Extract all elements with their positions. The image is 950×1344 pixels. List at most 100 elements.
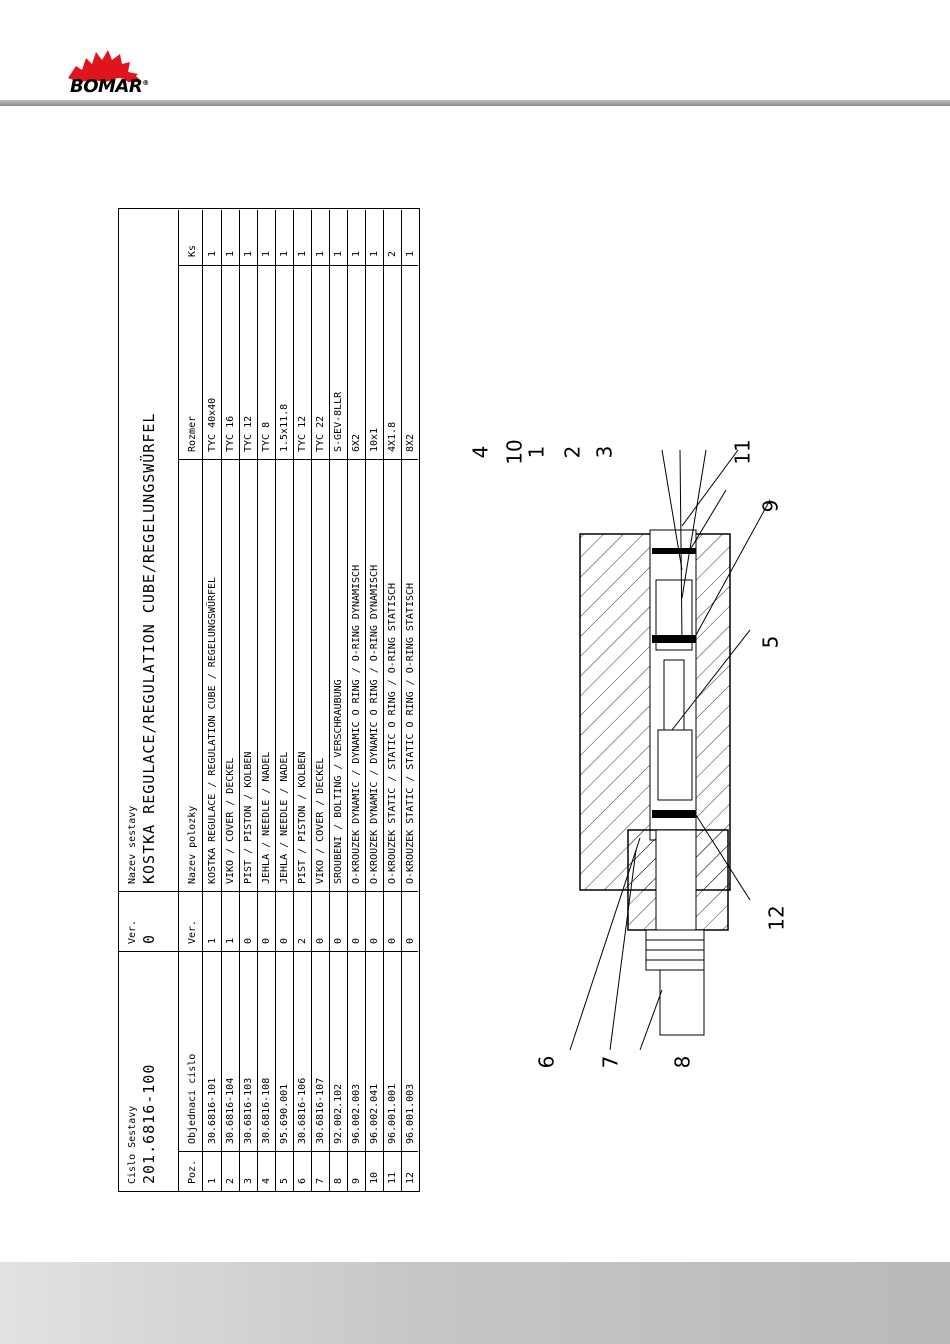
dragon-logo-icon: [68, 50, 142, 82]
table-cell: 9: [351, 1177, 362, 1184]
table-cell: 10: [369, 1171, 380, 1184]
table-cell: 12: [405, 1171, 416, 1184]
header-rule: [0, 100, 950, 106]
table-cell: 2: [297, 937, 308, 944]
table-cell: 1: [225, 937, 236, 944]
table-row: [365, 210, 366, 1192]
callout-8: 8: [670, 1055, 695, 1069]
table-row: [401, 210, 402, 1192]
table-cell: TYC 22: [315, 415, 326, 452]
table-cell: 1: [207, 937, 218, 944]
assembly-version: 0: [140, 933, 158, 944]
callout-2: 2: [560, 445, 585, 459]
table-cell: 0: [405, 937, 416, 944]
table-cell: 30.6816-104: [225, 1077, 236, 1144]
table-cell: 1: [333, 250, 344, 257]
table-cell: 7: [315, 1177, 326, 1184]
callout-5: 5: [758, 635, 783, 649]
col-header-position: Poz.: [187, 1159, 198, 1184]
table-cell: 96.002.041: [369, 1083, 380, 1144]
table-row: [239, 210, 240, 1192]
callout-11: 11: [730, 439, 755, 465]
table-cell: 1.5x11.8: [279, 403, 290, 452]
table-cell: PIST / PISTON / KOLBEN: [297, 751, 308, 884]
table-cell: 0: [369, 937, 380, 944]
callout-1: 1: [524, 445, 549, 459]
table-cell: 6X2: [351, 433, 362, 452]
table-row: [293, 210, 294, 1192]
table-cell: 6: [297, 1177, 308, 1184]
section-drawing: [569, 449, 771, 1051]
table-cell: 0: [315, 937, 326, 944]
table-cell: S-GEV-8LLR: [333, 391, 344, 452]
table-cell: 4: [261, 1177, 272, 1184]
assembly-number-label: Cislo Sestavy: [127, 1105, 138, 1184]
table-row: [329, 210, 330, 1192]
table-cell: 5: [279, 1177, 290, 1184]
col-header-order-number: Objednaci cislo: [187, 1053, 198, 1144]
table-cell: 3: [243, 1177, 254, 1184]
callout-6: 6: [534, 1055, 559, 1069]
table-cell: 1: [243, 250, 254, 257]
table-row: [347, 210, 348, 1192]
table-row: [419, 210, 420, 1192]
callout-4: 4: [468, 445, 493, 459]
table-cell: 0: [387, 937, 398, 944]
table-cell: 1: [261, 250, 272, 257]
table-row: [383, 210, 384, 1192]
table-cell: 30.6816-103: [243, 1077, 254, 1144]
table-cell: 1: [279, 250, 290, 257]
table-cell: O-KROUZEK STATIC / STATIC O RING / O-RIN…: [387, 582, 398, 884]
table-cell: 1: [369, 250, 380, 257]
table-cell: TYC 40x40: [207, 397, 218, 452]
table-cell: O-KROUZEK DYNAMIC / DYNAMIC O RING / O-R…: [351, 564, 362, 884]
parts-list-table: Cislo Sestavy 201.6816-100 Ver. 0 Nazev …: [118, 208, 420, 1192]
table-cell: 1: [351, 250, 362, 257]
table-cell: 30.6816-106: [297, 1077, 308, 1144]
table-cell: 2: [225, 1177, 236, 1184]
table-cell: 1: [297, 250, 308, 257]
table-cell: VIKO / COVER / DECKEL: [225, 757, 236, 884]
table-cell: JEHLA / NEEDLE / NADEL: [279, 751, 290, 884]
table-cell: 11: [387, 1171, 398, 1184]
table-cell: 1: [207, 250, 218, 257]
table-cell: 95.690.001: [279, 1083, 290, 1144]
col-header-item-name: Nazev polozky: [187, 805, 198, 884]
table-cell: 96.002.003: [351, 1083, 362, 1144]
callout-7: 7: [598, 1055, 623, 1069]
table-cell: 0: [279, 937, 290, 944]
table-cell: 30.6816-101: [207, 1077, 218, 1144]
table-cell: 0: [261, 937, 272, 944]
table-cell: 10x1: [369, 427, 380, 452]
callout-3: 3: [592, 445, 617, 459]
table-cell: TYC 8: [261, 421, 272, 452]
table-cell: PIST / PISTON / KOLBEN: [243, 751, 254, 884]
table-cell: 30.6816-107: [315, 1077, 326, 1144]
table-row: [311, 210, 312, 1192]
table-cell: 4X1.8: [387, 421, 398, 452]
brand-logo: BOMAR®: [70, 76, 149, 97]
table-row: [257, 210, 258, 1192]
table-cell: SROUBENI / BOLTING / VERSCHRAUBUNG: [333, 679, 344, 884]
table-cell: O-KROUZEK DYNAMIC / DYNAMIC O RING / O-R…: [369, 564, 380, 884]
table-cell: VIKO / COVER / DECKEL: [315, 757, 326, 884]
table-row: [275, 210, 276, 1192]
table-cell: TYC 12: [297, 415, 308, 452]
assembly-name: KOSTKA REGULACE/REGULATION CUBE/REGELUNG…: [140, 412, 158, 884]
table-cell: 1: [315, 250, 326, 257]
table-cell: 0: [351, 937, 362, 944]
assembly-version-label: Ver.: [127, 919, 138, 944]
table-cell: 0: [243, 937, 254, 944]
table-cell: 2: [387, 250, 398, 257]
assembly-name-label: Nazev sestavy: [127, 805, 138, 884]
callout-12: 12: [764, 905, 789, 931]
table-cell: 96.001.001: [387, 1083, 398, 1144]
table-cell: O-KROUZEK STATIC / STATIC O RING / O-RIN…: [405, 582, 416, 884]
table-cell: 92.002.102: [333, 1083, 344, 1144]
table-cell: 1: [405, 250, 416, 257]
table-cell: 30.6816-108: [261, 1077, 272, 1144]
table-cell: TYC 16: [225, 415, 236, 452]
table-cell: 1: [207, 1177, 218, 1184]
col-header-quantity: Ks: [187, 244, 198, 257]
table-cell: 8X2: [405, 433, 416, 452]
